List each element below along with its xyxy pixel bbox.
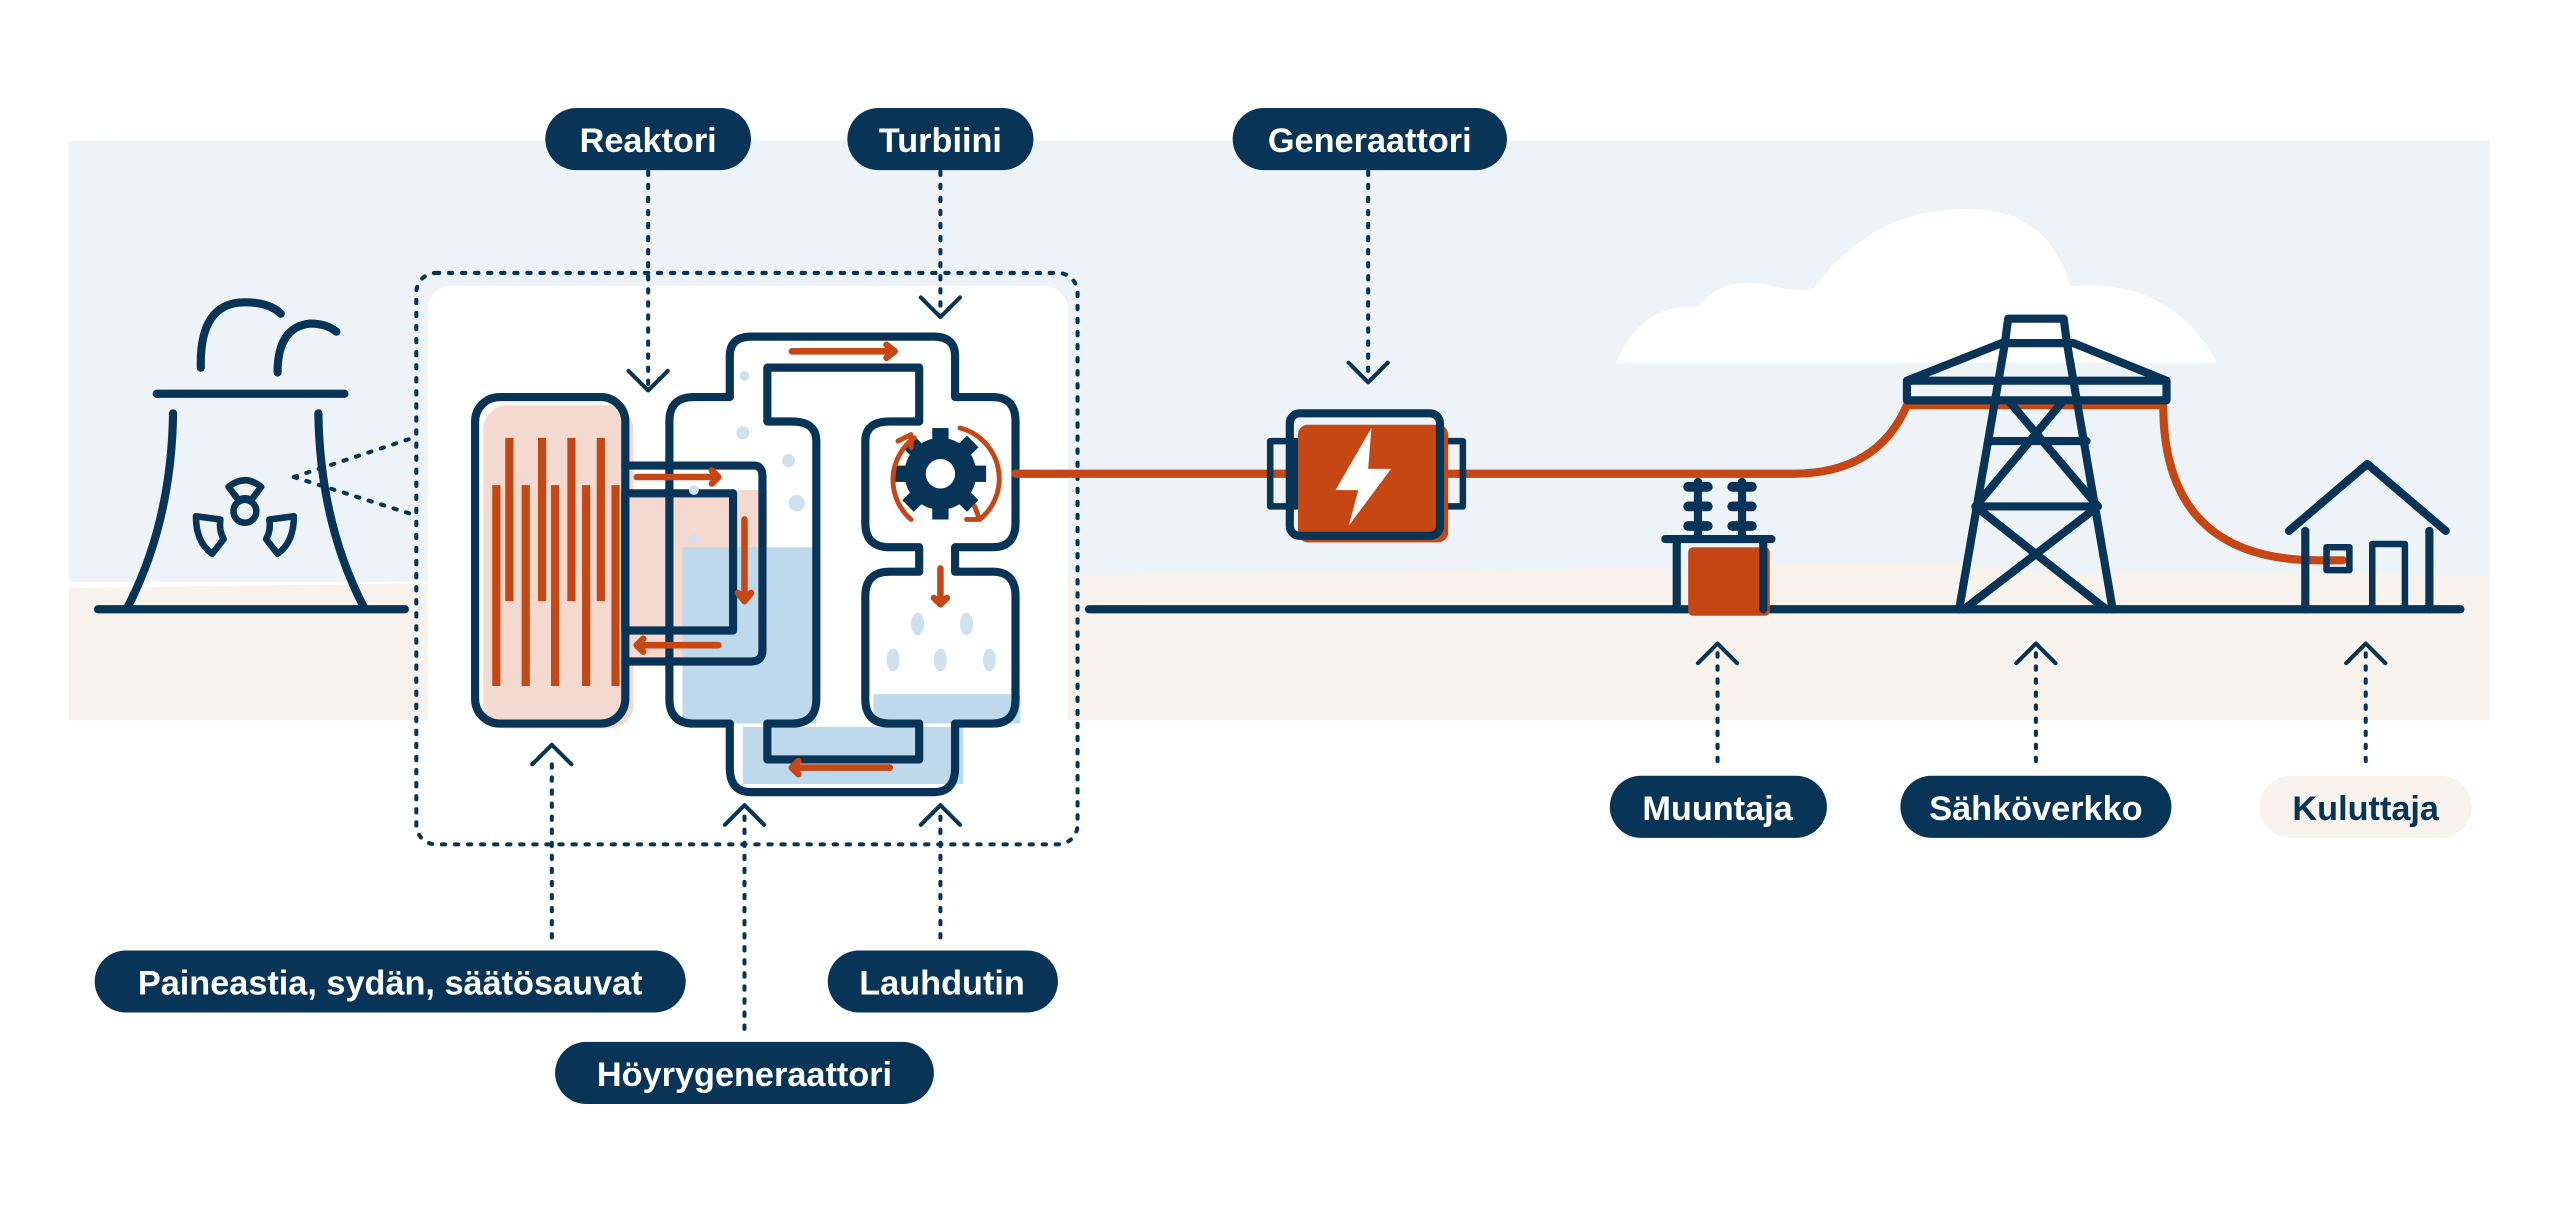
radiation-icon: [192, 477, 298, 558]
svg-text:Turbiini: Turbiini: [879, 122, 1002, 160]
condensate-drops: [886, 612, 996, 672]
label-reactor: Reaktori: [545, 108, 752, 171]
cooling-tower-icon: [93, 298, 409, 614]
plant-boundary: [414, 270, 1080, 847]
gear-icon: [890, 425, 1002, 522]
label-vessel: Paineastia, sydän, säätösauvat: [94, 950, 686, 1013]
svg-text:Generaattori: Generaattori: [1268, 122, 1472, 160]
house-icon: [2284, 459, 2450, 614]
label-grid: Sähköverkko: [1900, 775, 2172, 838]
label-steam-generator: Höyrygeneraattori: [555, 1041, 934, 1104]
transformer-icon: [1661, 477, 1776, 616]
svg-text:Lauhdutin: Lauhdutin: [859, 965, 1025, 1003]
svg-text:Paineastia, sydän, säätösauvat: Paineastia, sydän, säätösauvat: [138, 965, 643, 1003]
label-turbine: Turbiini: [847, 108, 1034, 171]
label-consumer: Kuluttaja: [2259, 775, 2472, 838]
label-generator: Generaattori: [1232, 108, 1507, 171]
label-transformer: Muuntaja: [1609, 775, 1827, 838]
pylon-icon: [1902, 314, 2171, 614]
svg-text:Reaktori: Reaktori: [580, 122, 717, 160]
svg-text:Muuntaja: Muuntaja: [1642, 790, 1793, 828]
label-condenser: Lauhdutin: [827, 950, 1058, 1013]
lightning-icon: [1335, 428, 1392, 526]
svg-text:Höyrygeneraattori: Höyrygeneraattori: [597, 1056, 892, 1094]
pointers: [530, 169, 2388, 1035]
svg-text:Sähköverkko: Sähköverkko: [1929, 790, 2142, 828]
generator: [1266, 409, 1467, 543]
svg-text:Kuluttaja: Kuluttaja: [2292, 790, 2440, 828]
steam-generator: [621, 332, 1021, 797]
